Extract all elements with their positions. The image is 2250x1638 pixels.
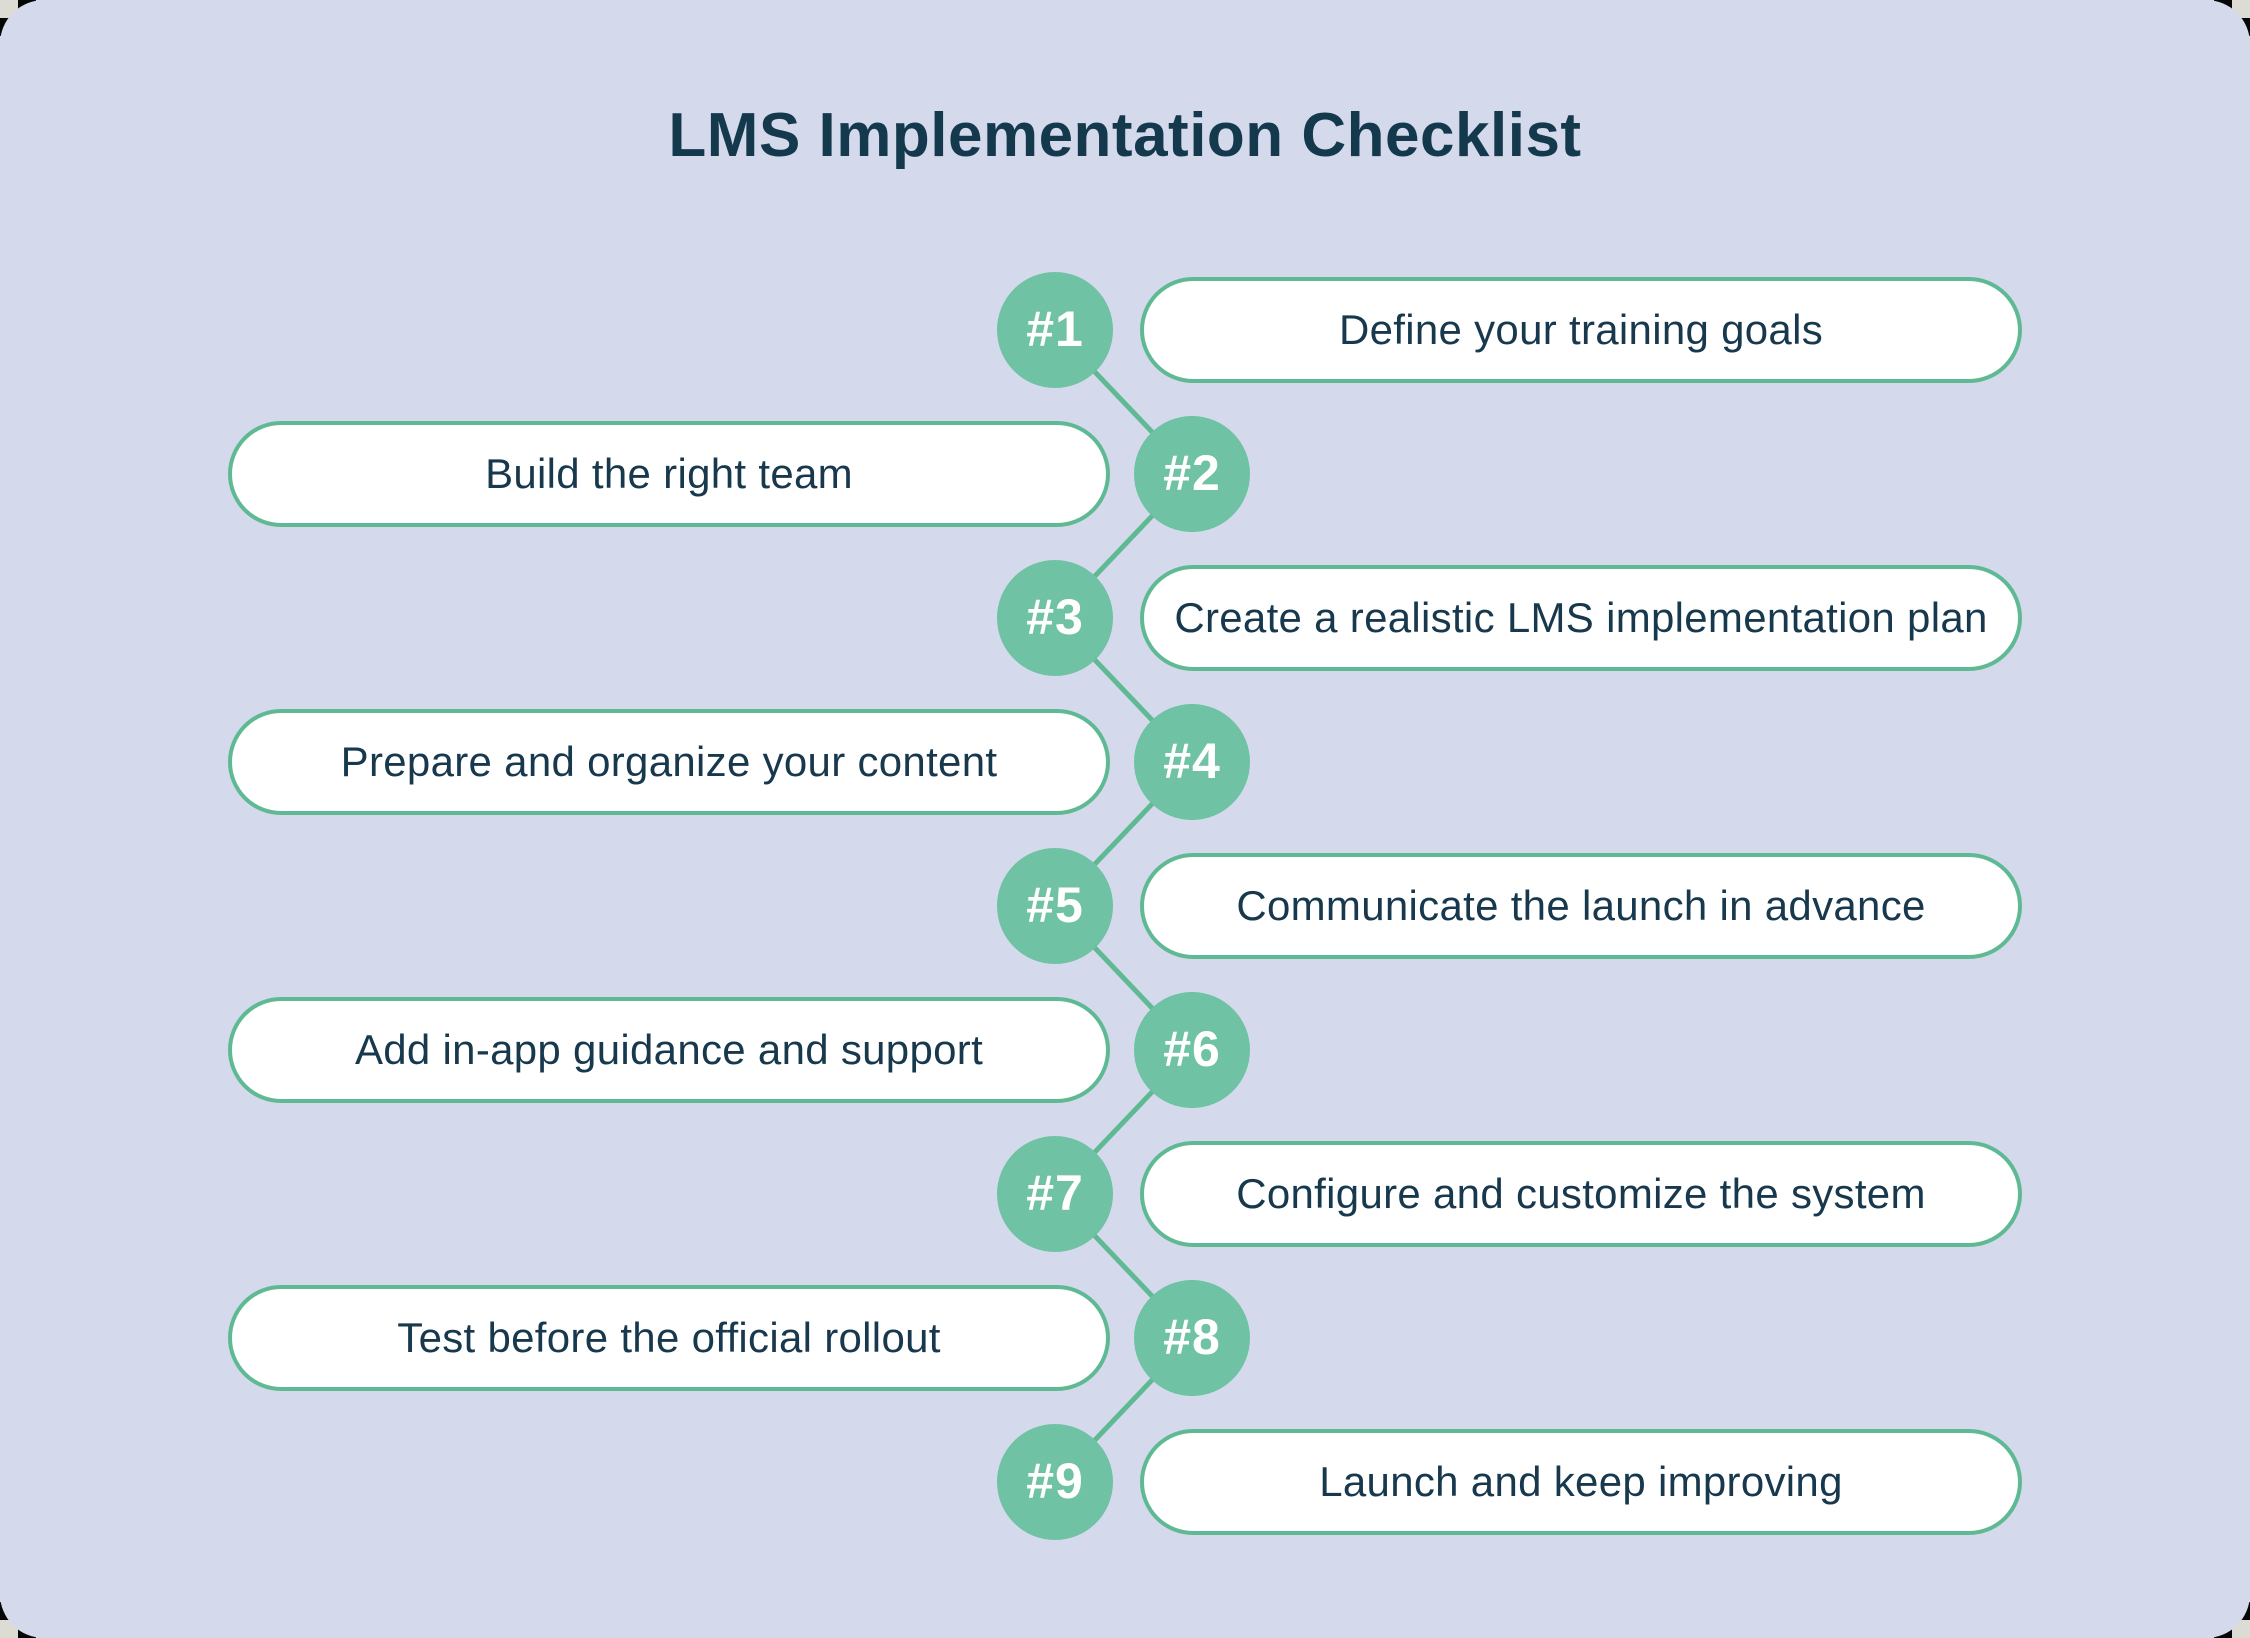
step-number-badge: #7 <box>997 1136 1113 1252</box>
step-label-text: Add in-app guidance and support <box>354 1026 984 1073</box>
step-label-pill: Test before the official rollout <box>228 1285 1110 1391</box>
step-number-text: #6 <box>1163 1021 1221 1077</box>
step-label-pill: Launch and keep improving <box>1140 1429 2022 1535</box>
step-number-text: #5 <box>1026 877 1084 933</box>
step-number-text: #4 <box>1163 733 1221 789</box>
step-label-pill: Add in-app guidance and support <box>228 997 1110 1103</box>
step-label-pill: Define your training goals <box>1140 277 2022 383</box>
step-label-text: Prepare and organize your content <box>340 738 998 785</box>
step-number-text: #2 <box>1163 445 1221 501</box>
step-number-badge: #3 <box>997 560 1113 676</box>
step-number-badge: #5 <box>997 848 1113 964</box>
step-number-text: #7 <box>1026 1165 1084 1221</box>
step-label-text: Communicate the launch in advance <box>1236 882 1926 929</box>
step-number-badge: #2 <box>1134 416 1250 532</box>
step-label-text: Launch and keep improving <box>1319 1458 1843 1505</box>
page-title: LMS Implementation Checklist <box>668 101 1582 170</box>
step-label-pill: Prepare and organize your content <box>228 709 1110 815</box>
step-label-text: Define your training goals <box>1338 306 1824 353</box>
step-label-text: Test before the official rollout <box>397 1314 941 1361</box>
step-number-badge: #4 <box>1134 704 1250 820</box>
step-label-pill: Create a realistic LMS implementation pl… <box>1140 565 2022 671</box>
step-label-pill: Build the right team <box>228 421 1110 527</box>
step-label-pill: Configure and customize the system <box>1140 1141 2022 1247</box>
step-label-pill: Communicate the launch in advance <box>1140 853 2022 959</box>
step-number-text: #3 <box>1026 589 1084 645</box>
step-label-text: Build the right team <box>485 450 853 497</box>
step-number-text: #8 <box>1163 1309 1221 1365</box>
step-number-badge: #8 <box>1134 1280 1250 1396</box>
step-label-text: Create a realistic LMS implementation pl… <box>1174 594 1988 641</box>
step-number-badge: #1 <box>997 272 1113 388</box>
step-label-text: Configure and customize the system <box>1236 1170 1926 1217</box>
step-number-badge: #6 <box>1134 992 1250 1108</box>
step-number-text: #1 <box>1026 301 1084 357</box>
step-number-badge: #9 <box>997 1424 1113 1540</box>
step-number-text: #9 <box>1026 1453 1084 1509</box>
